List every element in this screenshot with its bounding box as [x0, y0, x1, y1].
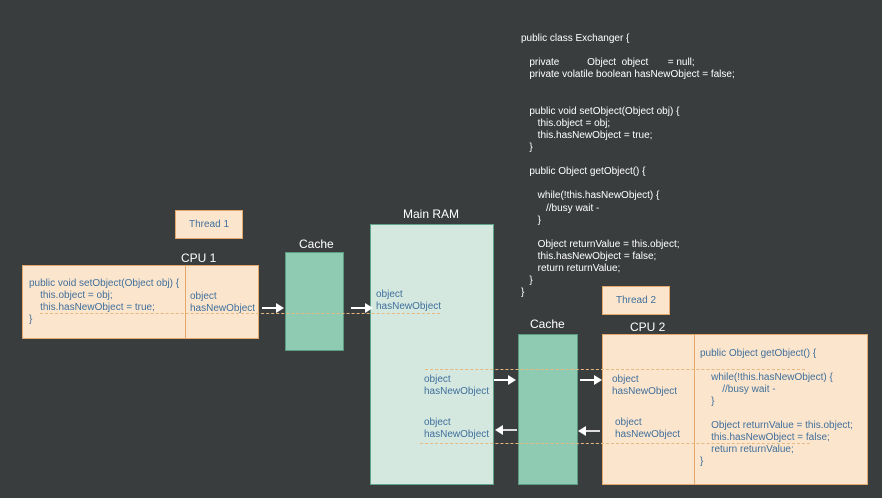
class-code-line: } [521, 214, 542, 226]
class-code-line: } [521, 275, 533, 287]
arrow-cache2-to-ram [495, 425, 517, 435]
class-code-line: while(!this.hasNewObject) { [521, 190, 660, 202]
dotted-line-mid-right [425, 369, 805, 370]
class-code-line: this.object = obj; [521, 117, 611, 129]
cache2-title: Cache [530, 317, 565, 331]
main-ram-vars-mid: object hasNewObject [424, 374, 490, 397]
cpu2-box: object hasNewObject object hasNewObject … [602, 334, 868, 485]
cache1-box [285, 252, 344, 351]
cpu2-code: public Object getObject() { while(!this.… [700, 348, 853, 467]
class-code-line: } [521, 287, 525, 299]
class-code-line: this.hasNewObject = false; [521, 250, 657, 262]
dotted-line-top-left [40, 313, 440, 314]
main-ram-vars-top: object hasNewObject [376, 289, 442, 312]
cpu2-registers-top: object hasNewObject [612, 374, 678, 397]
cpu1-registers: object hasNewObject [190, 291, 256, 314]
class-code-line: public class Exchanger { [521, 33, 630, 45]
main-ram-title: Main RAM [403, 207, 460, 221]
class-code-line: } [521, 142, 533, 154]
class-code-line [521, 82, 735, 94]
class-code-line: private volatile boolean hasNewObject = … [521, 69, 735, 81]
cpu2-title: CPU 2 [630, 320, 666, 334]
arrow-cpu2-to-cache2 [578, 426, 600, 436]
class-code-line: public Object getObject() { [521, 166, 646, 178]
cpu2-divider [694, 335, 695, 484]
cpu2-registers-bottom: object hasNewObject [615, 417, 681, 440]
arrow-cache2-to-cpu2 [580, 375, 602, 385]
thread2-label: Thread 2 [615, 295, 657, 306]
cache2-box [518, 334, 578, 485]
thread1-label-box: Thread 1 [175, 210, 243, 239]
main-ram-box: object hasNewObject object hasNewObject … [370, 224, 494, 485]
class-code-line [521, 178, 735, 190]
class-code-line [521, 94, 735, 106]
arrow-cache1-to-ram [351, 303, 373, 313]
class-code-line [521, 154, 735, 166]
cpu1-box: public void setObject(Object obj) { this… [22, 265, 259, 339]
cpu1-code: public void setObject(Object obj) { this… [29, 278, 180, 325]
thread2-label-box: Thread 2 [602, 286, 670, 315]
class-code-line: Object returnValue = this.object; [521, 238, 680, 250]
class-code-line [521, 45, 735, 57]
cache1-title: Cache [299, 237, 334, 251]
dotted-line-bottom-right [420, 443, 810, 444]
class-code-line: private Object object = null; [521, 57, 695, 69]
class-code-line: this.hasNewObject = true; [521, 129, 653, 141]
thread1-label: Thread 1 [188, 219, 230, 230]
class-code-line [521, 227, 735, 239]
main-ram-vars-bottom: object hasNewObject [424, 417, 490, 440]
exchanger-class-code: public class Exchanger { private Object … [521, 9, 735, 311]
class-code-line: public void setObject(Object obj) { [521, 105, 680, 117]
class-code-line: //busy wait - [521, 202, 600, 214]
arrow-cpu1-to-cache1 [262, 303, 284, 313]
cpu1-divider [185, 266, 186, 338]
arrow-ram-to-cache2 [494, 375, 516, 385]
cpu1-title: CPU 1 [181, 251, 217, 265]
class-code-line: return returnValue; [521, 262, 621, 274]
